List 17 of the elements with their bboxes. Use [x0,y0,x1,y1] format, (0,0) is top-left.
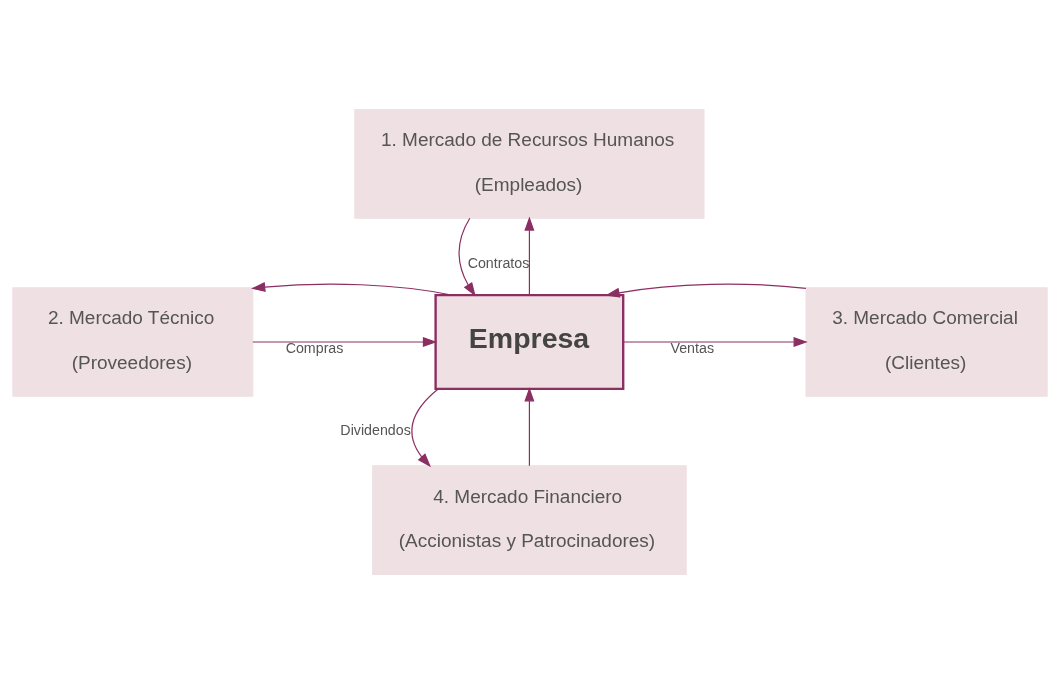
node-box: 2. Mercado Técnico (Proveedores) [12,286,254,397]
arrow [458,217,476,297]
arrow [605,283,807,298]
arrow [251,281,452,296]
arrow [411,387,439,467]
arrow [524,386,535,466]
node-box: 1. Mercado de Recursos Humanos (Empleados) [354,108,705,219]
arrow [623,336,808,347]
edge-label: Compras [285,339,344,356]
node-box: Empresa [434,293,625,390]
arrow [252,336,438,347]
node-box: 3. Mercado Comercial (Clientes) [805,286,1048,397]
node-box: 4. Mercado Financiero (Accionistas y Patrocinadores) [372,464,687,575]
edge-label: Contratos [467,254,530,271]
edge-label: Dividendos [340,421,411,438]
arrow [524,215,535,296]
edge-label: Ventas [670,339,715,356]
